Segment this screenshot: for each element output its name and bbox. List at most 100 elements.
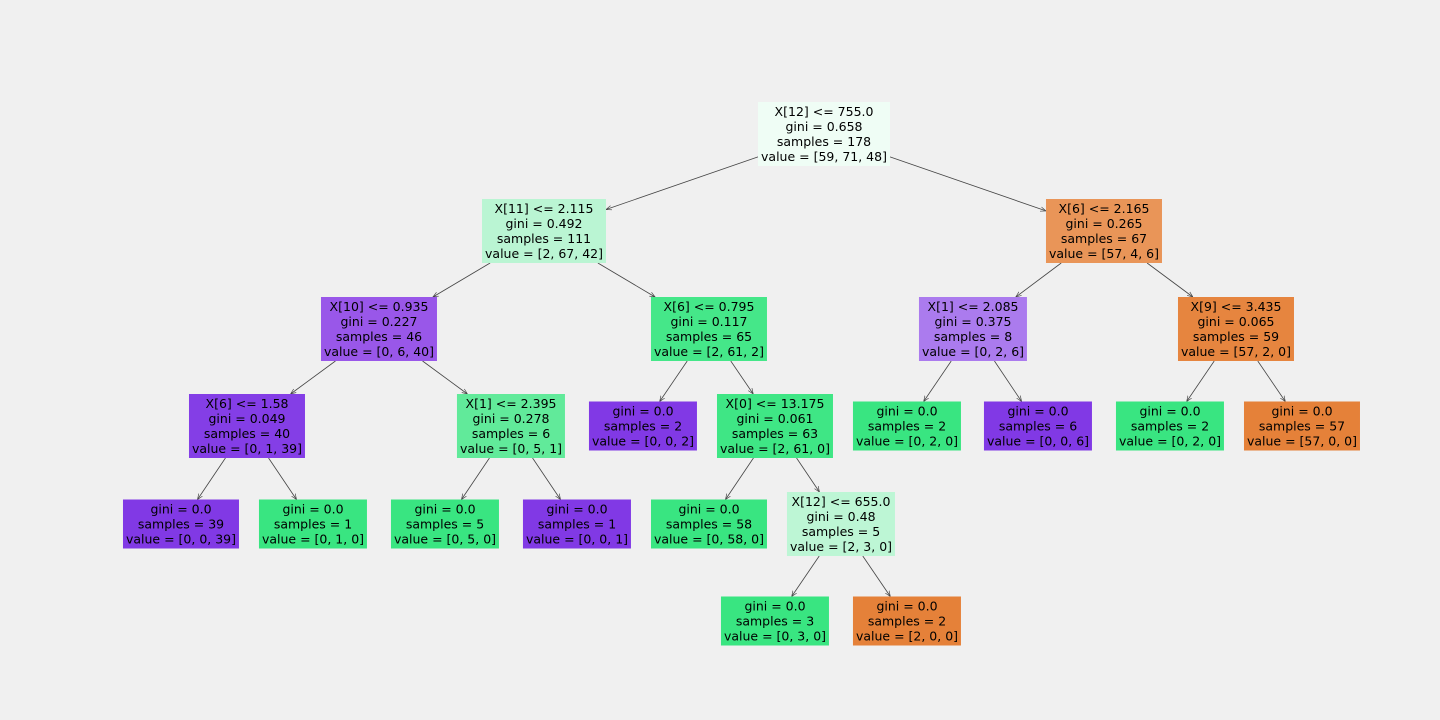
node-text-line: samples = 57 bbox=[1258, 418, 1346, 434]
node-text-line: gini = 0.0 bbox=[1007, 403, 1069, 419]
node-text-line: value = [2, 67, 42] bbox=[485, 246, 603, 261]
node-text-line: X[6] <= 1.58 bbox=[205, 396, 289, 411]
node-text-line: gini = 0.492 bbox=[505, 216, 583, 231]
tree-edge-arrow bbox=[1016, 262, 1062, 297]
tree-edge-arrow bbox=[660, 360, 688, 402]
node-text-line: gini = 0.658 bbox=[785, 119, 863, 134]
node-text-line: X[9] <= 3.435 bbox=[1190, 299, 1282, 314]
node-text-line: value = [0, 2, 0] bbox=[1118, 433, 1222, 449]
tree-edge-arrow bbox=[792, 555, 820, 597]
node-text-line: gini = 0.227 bbox=[340, 314, 418, 329]
node-text-line: samples = 111 bbox=[496, 231, 592, 246]
tree-edge-arrow bbox=[1187, 360, 1215, 402]
node-text-line: gini = 0.065 bbox=[1197, 314, 1275, 329]
node-text-line: X[6] <= 0.795 bbox=[663, 299, 755, 314]
node-text-line: gini = 0.0 bbox=[876, 403, 938, 419]
node-text-line: value = [57, 0, 0] bbox=[1246, 433, 1358, 449]
node-text-line: samples = 3 bbox=[735, 613, 815, 629]
node-text-line: gini = 0.0 bbox=[282, 501, 344, 517]
node-text-line: value = [2, 61, 2] bbox=[653, 344, 765, 359]
node-text-line: value = [0, 58, 0] bbox=[653, 531, 765, 547]
node-text-line: gini = 0.0 bbox=[546, 501, 608, 517]
tree-edge-arrow bbox=[422, 360, 468, 394]
tree-edge-arrow bbox=[889, 156, 1046, 211]
node-text-line: value = [59, 71, 48] bbox=[761, 149, 887, 164]
tree-edge-arrow bbox=[462, 457, 490, 500]
tree-edge-arrow bbox=[1146, 262, 1193, 297]
node-text-line: gini = 0.0 bbox=[1139, 403, 1201, 419]
node-text-line: samples = 6 bbox=[471, 426, 551, 441]
node-text-line: samples = 5 bbox=[405, 516, 485, 532]
tree-edge-arrow bbox=[597, 262, 655, 297]
node-text-line: gini = 0.0 bbox=[612, 403, 674, 419]
node-text-line: value = [0, 1, 0] bbox=[261, 531, 365, 547]
node-text-line: value = [0, 3, 0] bbox=[723, 628, 827, 644]
tree-edge-arrow bbox=[994, 360, 1021, 402]
node-text-line: value = [2, 0, 0] bbox=[855, 628, 959, 644]
node-text-line: gini = 0.265 bbox=[1065, 216, 1143, 231]
node-text-line: X[11] <= 2.115 bbox=[494, 201, 594, 216]
node-text-line: samples = 46 bbox=[335, 329, 423, 344]
node-text-line: value = [2, 3, 0] bbox=[789, 539, 893, 554]
node-text-line: X[1] <= 2.085 bbox=[927, 299, 1019, 314]
node-text-line: gini = 0.0 bbox=[414, 501, 476, 517]
node-text-line: gini = 0.117 bbox=[670, 314, 748, 329]
tree-edge-arrow bbox=[1257, 360, 1286, 402]
node-text-line: gini = 0.48 bbox=[806, 509, 876, 524]
node-text-line: gini = 0.0 bbox=[150, 501, 212, 517]
node-text-line: samples = 1 bbox=[537, 516, 617, 532]
tree-edge-arrow bbox=[198, 457, 226, 500]
node-text-line: value = [0, 0, 39] bbox=[125, 531, 237, 547]
node-text-line: value = [0, 0, 6] bbox=[986, 433, 1090, 449]
node-text-line: gini = 0.049 bbox=[208, 411, 286, 426]
node-text-line: X[12] <= 755.0 bbox=[774, 104, 874, 119]
tree-edge-arrow bbox=[268, 457, 297, 500]
node-text-line: value = [0, 0, 2] bbox=[591, 433, 695, 449]
node-text-line: value = [0, 2, 6] bbox=[921, 344, 1025, 359]
node-text-line: samples = 178 bbox=[776, 134, 872, 149]
node-text-line: samples = 67 bbox=[1060, 231, 1148, 246]
tree-edge-arrow bbox=[726, 457, 754, 500]
tree-edge-arrow bbox=[796, 457, 820, 492]
node-text-line: gini = 0.061 bbox=[736, 411, 814, 426]
node-text-line: gini = 0.0 bbox=[678, 501, 740, 517]
node-text-line: samples = 6 bbox=[998, 418, 1078, 434]
node-text-line: gini = 0.278 bbox=[472, 411, 550, 426]
node-text-line: value = [57, 2, 0] bbox=[1180, 344, 1292, 359]
node-text-line: samples = 1 bbox=[273, 516, 353, 532]
node-text-line: gini = 0.375 bbox=[934, 314, 1012, 329]
node-text-line: samples = 2 bbox=[867, 613, 947, 629]
node-text-line: value = [0, 5, 1] bbox=[459, 441, 563, 456]
node-text-line: value = [0, 5, 0] bbox=[393, 531, 497, 547]
node-text-line: X[10] <= 0.935 bbox=[329, 299, 429, 314]
node-text-line: value = [0, 2, 0] bbox=[855, 433, 959, 449]
node-text-line: samples = 2 bbox=[1130, 418, 1210, 434]
node-text-line: value = [57, 4, 6] bbox=[1048, 246, 1160, 261]
node-text-line: value = [0, 0, 1] bbox=[525, 531, 629, 547]
tree-edge-arrow bbox=[606, 156, 759, 210]
node-text-line: value = [2, 61, 0] bbox=[719, 441, 831, 456]
node-text-line: samples = 40 bbox=[203, 426, 291, 441]
node-text-line: value = [0, 1, 39] bbox=[191, 441, 303, 456]
